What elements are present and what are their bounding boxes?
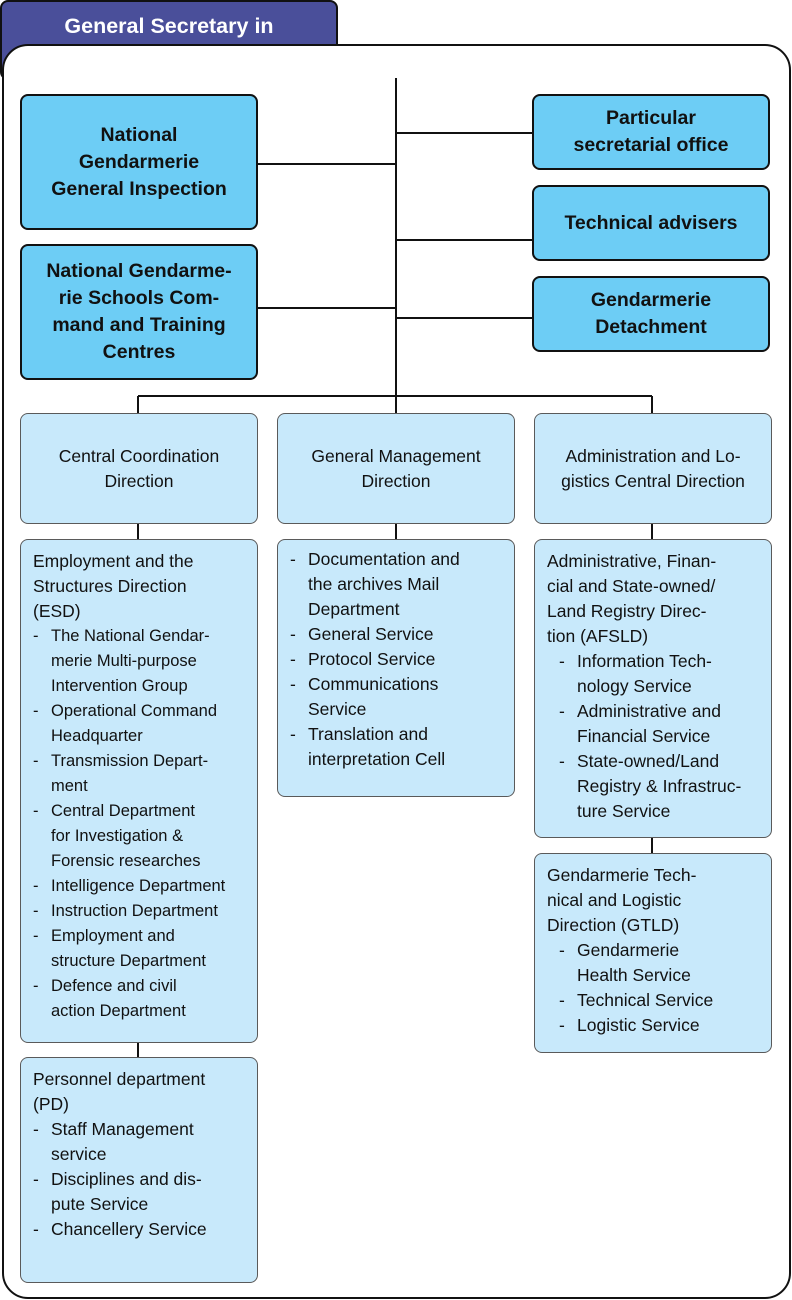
gtld-item: Technical Service <box>559 988 763 1013</box>
afsld-item: Information Tech- nology Service <box>559 649 763 699</box>
detachment-box: Gendarmerie Detachment <box>532 276 770 352</box>
esd-item: The National Gendar- merie Multi-purpose… <box>33 624 249 699</box>
gmd-services-box: Documentation and the archives Mail Depa… <box>277 539 515 797</box>
pd-item: Chancellery Service <box>33 1217 249 1242</box>
central-coordination-box: Central Coordination Direction <box>20 413 258 524</box>
afsld-item: Administrative and Financial Service <box>559 699 763 749</box>
gmd-item: General Service <box>290 622 506 647</box>
gmd-item: Documentation and the archives Mail Depa… <box>290 547 506 622</box>
esd-item: Intelligence Department <box>33 874 249 899</box>
afsld-item: State-owned/Land Registry & Infrastruc- … <box>559 749 763 824</box>
pd-heading: Personnel department (PD) <box>33 1069 206 1114</box>
gtld-heading: Gendarmerie Tech- nical and Logistic Dir… <box>547 865 697 935</box>
afsld-box: Administrative, Finan- cial and State-ow… <box>534 539 772 838</box>
particular-office-box: Particular secretarial office <box>532 94 770 170</box>
schools-command-box: National Gendarme- rie Schools Com- mand… <box>20 244 258 380</box>
gtld-item: Logistic Service <box>559 1013 763 1038</box>
general-inspection-box: National Gendarmerie General Inspection <box>20 94 258 230</box>
esd-item: Operational Command Headquarter <box>33 699 249 749</box>
gmd-item: Translation and interpretation Cell <box>290 722 506 772</box>
esd-box: Employment and the Structures Direction … <box>20 539 258 1043</box>
esd-item: Employment and structure Department <box>33 924 249 974</box>
pd-item: Staff Management service <box>33 1117 249 1167</box>
admin-logistics-box: Administration and Lo- gistics Central D… <box>534 413 772 524</box>
esd-item: Central Department for Investigation & F… <box>33 799 249 874</box>
esd-heading: Employment and the Structures Direction … <box>33 551 194 621</box>
general-management-box: General Management Direction <box>277 413 515 524</box>
esd-item: Defence and civil action Department <box>33 974 249 1024</box>
gmd-item: Protocol Service <box>290 647 506 672</box>
pd-item: Disciplines and dis- pute Service <box>33 1167 249 1217</box>
pd-box: Personnel department (PD) Staff Manageme… <box>20 1057 258 1283</box>
esd-item: Transmission Depart- ment <box>33 749 249 799</box>
gtld-box: Gendarmerie Tech- nical and Logistic Dir… <box>534 853 772 1053</box>
esd-item: Instruction Department <box>33 899 249 924</box>
gtld-item: Gendarmerie Health Service <box>559 938 763 988</box>
gmd-item: Communications Service <box>290 672 506 722</box>
technical-advisers-box: Technical advisers <box>532 185 770 261</box>
afsld-heading: Administrative, Finan- cial and State-ow… <box>547 551 717 646</box>
